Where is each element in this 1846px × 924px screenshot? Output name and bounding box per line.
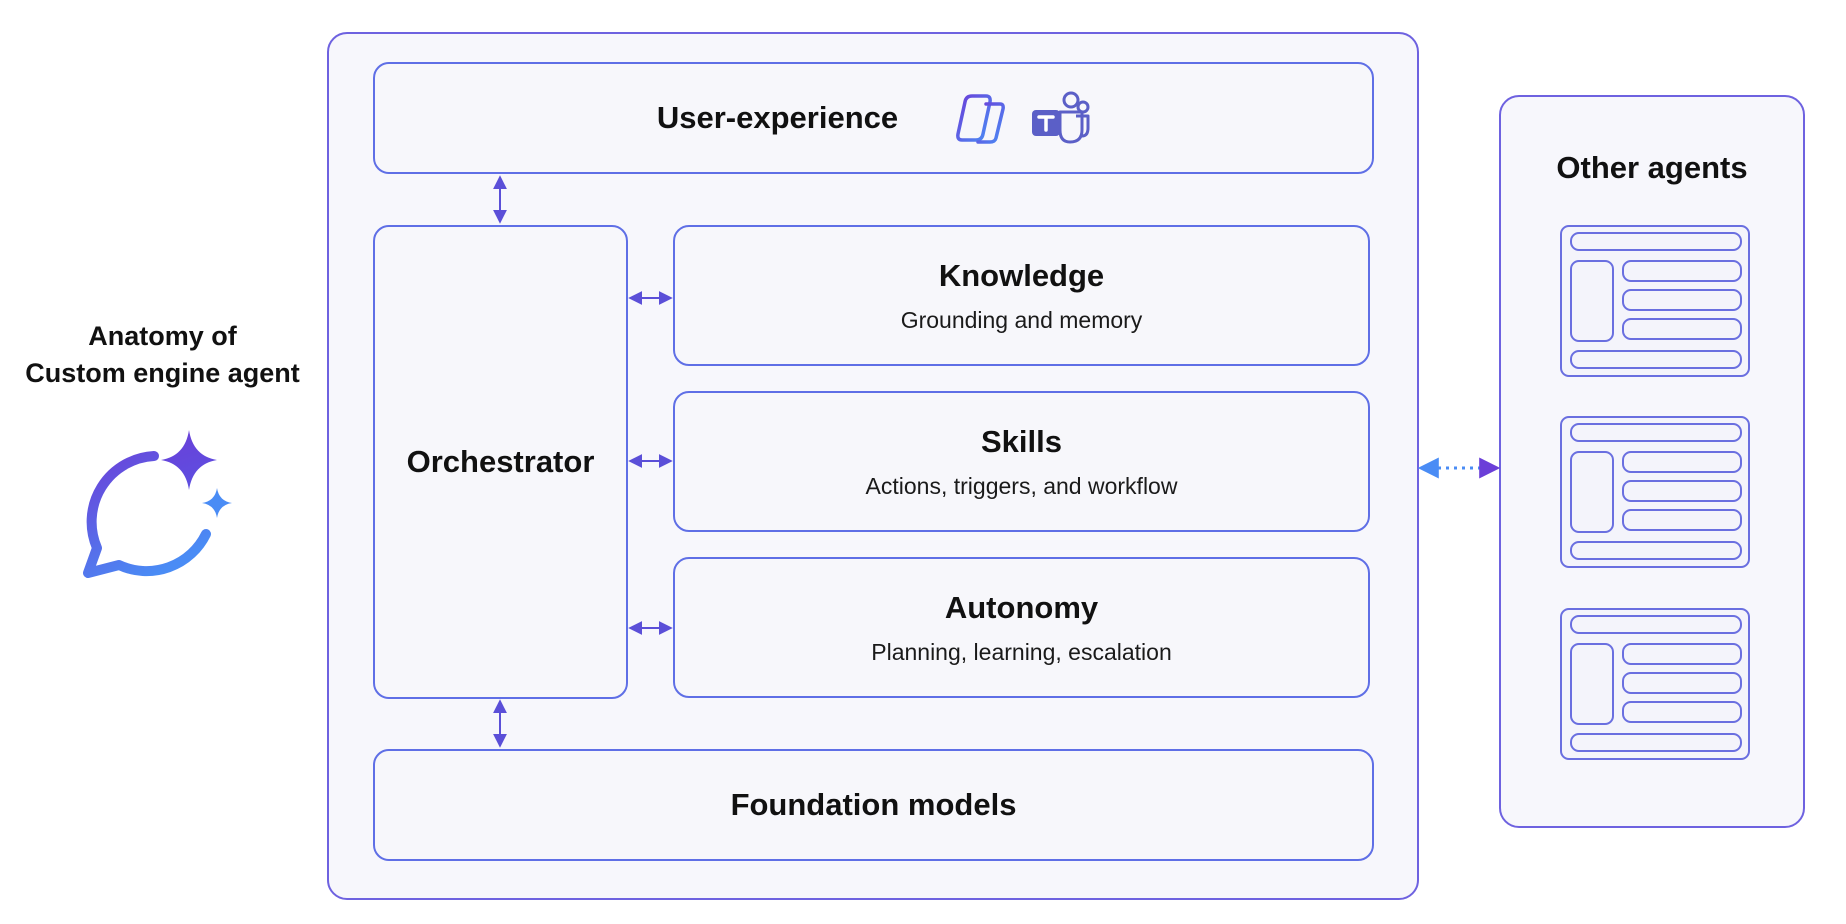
orchestrator-label: Orchestrator (406, 444, 595, 479)
copilot-icon (956, 94, 1006, 144)
agent-card-line (1622, 289, 1742, 311)
diagram-title-line-2: Custom engine agent (25, 358, 300, 388)
agent-card-line (1622, 643, 1742, 665)
custom-engine-agent-icon (83, 430, 232, 578)
orchestrator-box: Orchestrator (373, 225, 628, 699)
agent-card-line (1570, 615, 1742, 634)
foundation-models-box: Foundation models (373, 749, 1374, 861)
agent-card (1560, 608, 1750, 760)
diagram-title: Anatomy of Custom engine agent (0, 318, 325, 392)
agent-card-thumbnail (1570, 260, 1614, 342)
knowledge-box: Knowledge Grounding and memory (673, 225, 1370, 366)
agent-card-line (1622, 701, 1742, 723)
foundation-models-label: Foundation models (730, 787, 1017, 822)
agent-card-thumbnail (1570, 643, 1614, 725)
agent-card-line (1622, 451, 1742, 473)
agent-card-line (1570, 733, 1742, 752)
agent-card-line (1622, 672, 1742, 694)
knowledge-description: Grounding and memory (900, 306, 1143, 333)
agent-card-line (1622, 318, 1742, 340)
teams-icon (1032, 91, 1090, 144)
skills-box: Skills Actions, triggers, and workflow (673, 391, 1370, 532)
agent-card-thumbnail (1570, 451, 1614, 533)
agent-card-line (1622, 480, 1742, 502)
user-experience-label: User-experience (656, 100, 899, 135)
autonomy-label: Autonomy (944, 589, 1099, 625)
other-agents-label: Other agents (1556, 150, 1748, 185)
skills-label: Skills (981, 423, 1062, 459)
agent-card-line (1570, 232, 1742, 251)
skills-description: Actions, triggers, and workflow (865, 472, 1178, 499)
diagram-title-line-1: Anatomy of (88, 321, 237, 351)
autonomy-description: Planning, learning, escalation (871, 638, 1172, 665)
agent-card-line (1622, 509, 1742, 531)
agent-card-line (1622, 260, 1742, 282)
agent-card-line (1570, 350, 1742, 369)
knowledge-label: Knowledge (938, 257, 1105, 293)
agent-card (1560, 416, 1750, 568)
agent-card-line (1570, 423, 1742, 442)
agent-card (1560, 225, 1750, 377)
autonomy-box: Autonomy Planning, learning, escalation (673, 557, 1370, 698)
user-experience-box: User-experience (373, 62, 1374, 174)
agent-card-line (1570, 541, 1742, 560)
